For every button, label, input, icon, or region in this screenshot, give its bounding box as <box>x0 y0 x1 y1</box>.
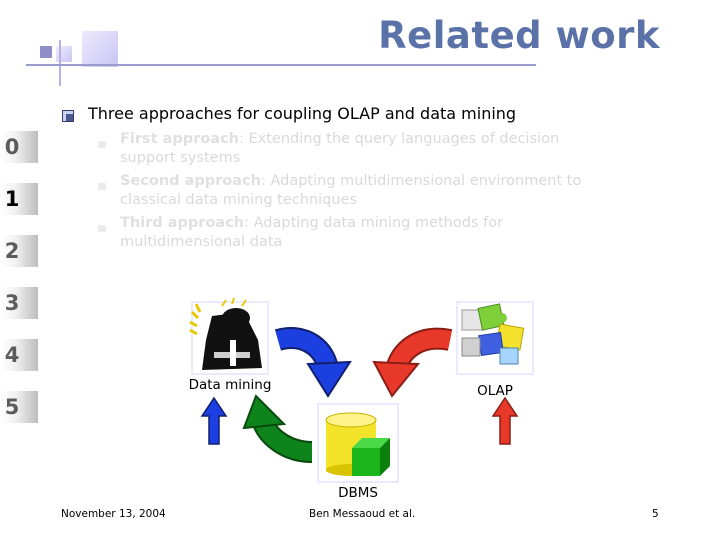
section-tab[interactable] <box>0 131 38 163</box>
approach-text: Adapting multidimensional environment to <box>265 173 582 189</box>
approach-text: Adapting data mining methods for <box>249 215 504 231</box>
title-decoration <box>82 31 118 67</box>
title-decoration-line <box>59 40 61 86</box>
approach-text: Extending the query languages of decisio… <box>243 131 560 147</box>
section-tab[interactable] <box>0 183 38 215</box>
approach-label: First approach <box>120 131 239 147</box>
section-tab-number: 4 <box>4 343 20 367</box>
title-decoration <box>40 46 52 58</box>
small-red-up-arrow <box>491 396 519 445</box>
data-mining-icon <box>189 297 262 370</box>
title-rule <box>26 64 536 66</box>
green-arrow <box>242 394 313 463</box>
approach-separator: : <box>260 173 266 189</box>
heading-bullet-icon <box>62 110 74 122</box>
approach-label: Third approach <box>120 215 245 231</box>
approach-text: multidimensional data <box>120 234 283 250</box>
section-tab[interactable] <box>0 339 38 371</box>
section-tab-number: 3 <box>4 291 20 315</box>
footer-date: November 13, 2004 <box>61 508 166 520</box>
approach-item: First approach: Extending the query lang… <box>120 130 680 168</box>
blue-arrow <box>274 327 352 398</box>
section-tab[interactable] <box>0 235 38 267</box>
section-tab[interactable] <box>0 287 38 319</box>
approach-item: Second approach: Adapting multidimension… <box>120 172 680 210</box>
dbms-label: DBMS <box>338 485 378 501</box>
olap-puzzle-icon <box>461 303 525 365</box>
approach-separator: : <box>239 131 244 147</box>
approach-text: support systems <box>120 150 241 166</box>
slide-title: Related work <box>378 14 660 57</box>
small-blue-up-arrow <box>200 396 228 445</box>
section-tab-number: 0 <box>4 135 20 159</box>
olap-label: OLAP <box>477 383 513 399</box>
dbms-database-icon <box>325 412 390 476</box>
approach-label: Second approach <box>120 173 261 189</box>
red-arrow <box>372 327 453 398</box>
approach-item: Third approach: Adapting data mining met… <box>120 214 680 252</box>
sub-bullet-icon <box>98 141 106 148</box>
slide-heading: Three approaches for coupling OLAP and d… <box>88 104 517 123</box>
data-mining-label: Data mining <box>188 377 272 393</box>
approach-text: classical data mining techniques <box>120 192 358 208</box>
page-number: 5 <box>652 508 659 520</box>
footer-author: Ben Messaoud et al. <box>309 508 416 520</box>
sub-bullet-icon <box>98 183 106 190</box>
sub-bullet-icon <box>98 225 106 232</box>
approach-separator: : <box>244 215 250 231</box>
section-tab-number: 1 <box>4 187 20 211</box>
section-tab-number: 2 <box>4 239 20 263</box>
section-tab-number: 5 <box>4 395 20 419</box>
section-tab[interactable] <box>0 391 38 423</box>
